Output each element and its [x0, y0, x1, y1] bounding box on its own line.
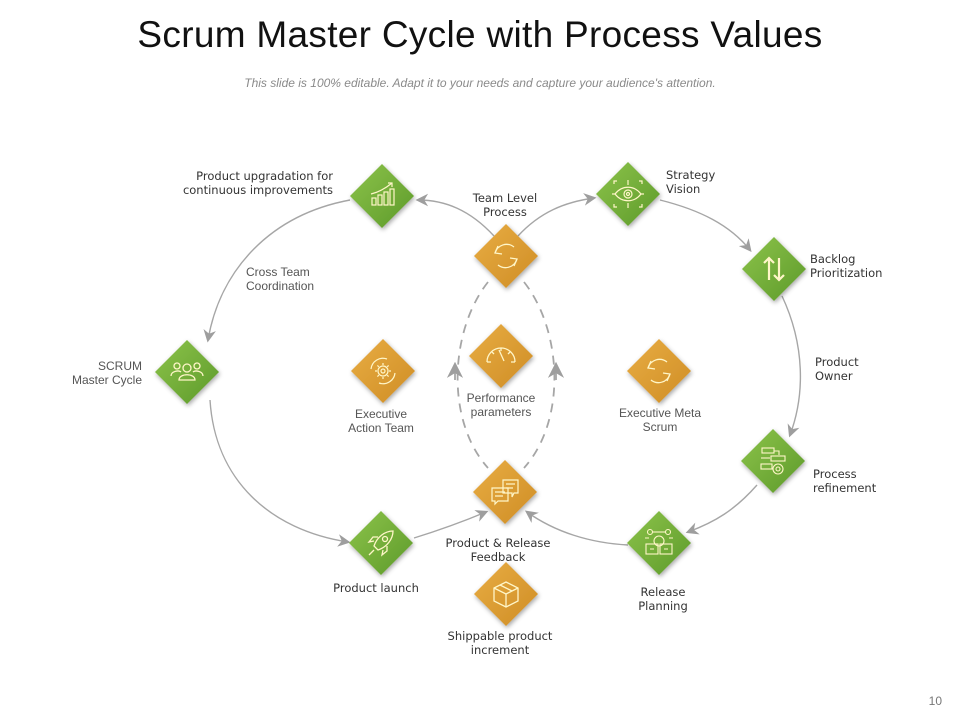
- label-scrum-master-cycle: SCRUM Master Cycle: [72, 359, 142, 387]
- diamond-shape: [627, 511, 691, 575]
- diamond-strategy-vision: [596, 162, 660, 226]
- diamond-performance-parameters: [469, 324, 533, 388]
- connector-launch-to-feedback: [413, 510, 489, 539]
- connector-team-to-strategy: [517, 193, 597, 237]
- label-line: Scrum: [642, 420, 678, 434]
- planning-box-icon: [645, 528, 673, 555]
- label-line: Performance: [466, 391, 536, 405]
- diamond-product-upgradation: [350, 164, 414, 228]
- diamond-executive-action-team: [351, 339, 415, 403]
- connector-team-to-upgradation: [415, 193, 495, 237]
- label-team-level-process: Team Level Process: [473, 191, 537, 219]
- process-flow-icon: [760, 447, 786, 475]
- label-line: increment: [470, 643, 530, 657]
- label-line: Owner: [815, 369, 853, 383]
- diamond-release-planning: [627, 511, 691, 575]
- cycle-arrows-icon: [647, 358, 671, 384]
- page-number: 10: [928, 694, 942, 708]
- label-line: refinement: [813, 481, 877, 495]
- label-line: Product launch: [333, 581, 419, 595]
- label-executive-meta-scrum: Executive Meta Scrum: [619, 406, 701, 434]
- label-product-release-feedback: Product & Release Feedback: [446, 536, 551, 564]
- diamond-shape: [596, 162, 660, 226]
- label-product-owner: Product Owner: [815, 355, 859, 383]
- label-line: Process: [813, 467, 857, 481]
- diamond-executive-meta-scrum: [627, 339, 691, 403]
- connector-strategy-to-backlog: [659, 199, 752, 252]
- label-line: Prioritization: [810, 266, 883, 280]
- eye-target-icon: [612, 180, 644, 208]
- rocket-icon: [367, 530, 394, 557]
- connector-refinement-to-release: [685, 484, 758, 535]
- cycle-arrows-icon: [494, 243, 518, 269]
- diamond-backlog-prioritization: [742, 237, 806, 301]
- label-process-refinement: Process refinement: [813, 467, 876, 495]
- label-line: Executive: [354, 407, 408, 421]
- label-line: Team Level: [472, 191, 538, 205]
- label-line: parameters: [470, 405, 532, 419]
- diamond-team-level-process: [474, 224, 538, 288]
- up-down-arrows-icon: [763, 256, 785, 282]
- label-strategy-vision: Strategy Vision: [666, 168, 715, 196]
- label-executive-action-team: Executive Action Team: [348, 407, 414, 435]
- label-line: Shippable product: [447, 629, 553, 643]
- label-line: Coordination: [246, 279, 315, 293]
- connectors: [203, 193, 802, 547]
- bar-chart-growth-icon: [370, 182, 395, 206]
- chat-bubbles-icon: [491, 479, 519, 506]
- label-line: Release: [640, 585, 686, 599]
- diamond-product-launch: [349, 511, 413, 575]
- gear-cycle-icon: [370, 357, 396, 385]
- dashed-loop-right: [523, 281, 556, 469]
- team-group-icon: [170, 362, 204, 381]
- connector-backlog-to-refinement: [781, 295, 802, 438]
- label-line: Feedback: [470, 550, 526, 564]
- label-line: Product upgradation for: [196, 169, 333, 183]
- label-line: Action Team: [348, 421, 414, 435]
- diamond-scrum-master-cycle: [155, 340, 219, 404]
- gauge-icon: [486, 347, 516, 363]
- connector-upgradation-to-scrum: [203, 199, 351, 343]
- label-line: Planning: [638, 599, 688, 613]
- label-backlog-prioritization: Backlog Prioritization: [810, 252, 882, 280]
- connector-scrum-to-launch: [209, 399, 351, 547]
- diamond-shape: [627, 339, 691, 403]
- connector-release-to-feedback: [524, 510, 629, 546]
- diamond-shape: [742, 237, 806, 301]
- label-line: Backlog: [810, 252, 856, 266]
- label-line: Strategy: [666, 168, 716, 182]
- label-product-launch: Product launch: [333, 581, 419, 595]
- label-line: Master Cycle: [71, 373, 142, 387]
- label-performance-parameters: Performance parameters: [467, 391, 536, 419]
- slide-title: Scrum Master Cycle with Process Values: [137, 14, 823, 55]
- label-shippable-increment: Shippable product increment: [448, 629, 553, 657]
- diamond-shippable-increment: [474, 562, 538, 626]
- label-line: Cross Team: [246, 265, 310, 279]
- label-line: Executive Meta: [618, 406, 702, 420]
- diamond-shape: [351, 339, 415, 403]
- label-line: SCRUM: [98, 359, 142, 373]
- diamond-process-refinement: [741, 429, 805, 493]
- label-product-upgradation: Product upgradation for continuous impro…: [183, 169, 333, 197]
- diamond-shape: [469, 324, 533, 388]
- slide-subtitle: This slide is 100% editable. Adapt it to…: [244, 76, 716, 90]
- label-line: Process: [483, 205, 527, 219]
- diamond-shape: [349, 511, 413, 575]
- package-box-icon: [493, 581, 519, 608]
- label-line: Product: [815, 355, 859, 369]
- dashed-loop-left: [456, 281, 489, 469]
- diamond-product-release-feedback: [473, 460, 537, 524]
- label-line: Product & Release: [445, 536, 551, 550]
- label-cross-team-coordination: Cross Team Coordination: [246, 265, 314, 293]
- label-line: continuous improvements: [182, 183, 333, 197]
- label-line: Vision: [666, 182, 701, 196]
- diamond-shape: [474, 224, 538, 288]
- label-release-planning: Release Planning: [638, 585, 688, 613]
